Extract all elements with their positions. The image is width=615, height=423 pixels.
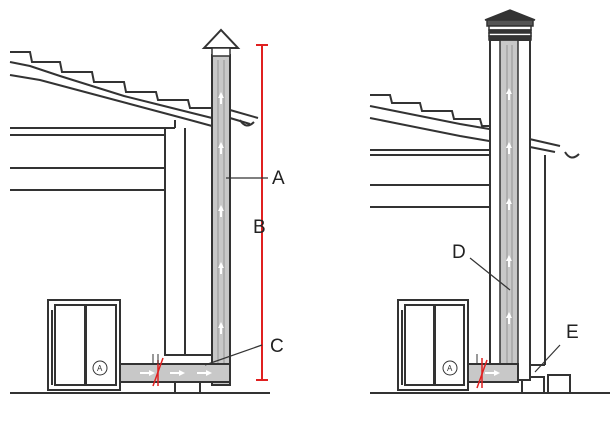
left-roof xyxy=(9,51,259,127)
right-installation: A D E xyxy=(369,9,610,394)
left-appliance-badge: A xyxy=(97,364,103,373)
left-walls xyxy=(10,120,270,394)
right-appliance-badge: A xyxy=(447,364,453,373)
label-d: D xyxy=(452,242,466,263)
left-installation: A A B C xyxy=(9,28,285,394)
label-e: E xyxy=(566,322,579,343)
left-horizontal-pipe xyxy=(119,354,231,387)
right-appliance xyxy=(397,299,469,391)
label-a: A xyxy=(272,168,285,189)
label-c: C xyxy=(270,336,284,357)
right-roof xyxy=(369,94,580,159)
left-leaders xyxy=(204,177,268,366)
right-leaders xyxy=(469,257,561,373)
left-flow-arrows-up xyxy=(218,92,224,334)
label-b: B xyxy=(253,217,266,238)
right-connector xyxy=(467,354,519,389)
left-flue-pipe xyxy=(201,28,241,386)
chimney-cowl xyxy=(484,9,536,41)
right-chimney xyxy=(484,9,536,381)
left-measure-b xyxy=(256,44,268,381)
left-appliance xyxy=(47,299,121,391)
